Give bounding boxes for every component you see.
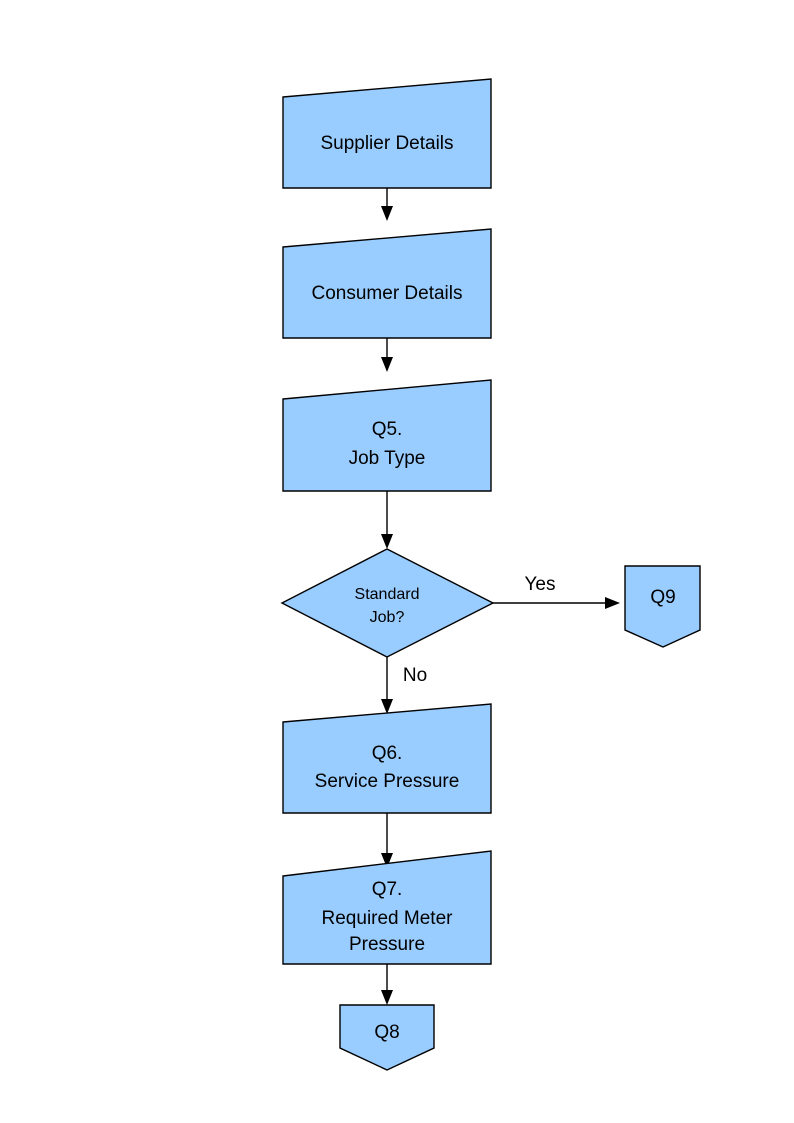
node-label-q7-line1: Q7. [372, 879, 403, 900]
slanted-top-box-shape [282, 78, 492, 189]
arrowhead-icon [605, 597, 620, 609]
node-supplier-details[interactable]: Supplier Details [282, 78, 492, 189]
arrowhead-icon [381, 206, 393, 221]
edge-supplier-to-consumer [381, 188, 393, 221]
arrowhead-icon [381, 699, 393, 714]
node-label-consumer-details: Consumer Details [312, 283, 463, 304]
node-label-q6-line1: Q6. [372, 743, 403, 764]
node-label-q9: Q9 [650, 587, 675, 608]
node-label-supplier-details: Supplier Details [320, 133, 453, 154]
node-label-q8: Q8 [374, 1022, 399, 1043]
edge-consumer-to-q5 [381, 338, 393, 372]
node-label-q5-line1: Q5. [372, 419, 403, 440]
arrowhead-icon [381, 990, 393, 1005]
node-q6-service-pressure[interactable]: Q6. Service Pressure [282, 703, 492, 814]
node-q8-connector[interactable]: Q8 [339, 1004, 435, 1071]
edge-label-yes: Yes [525, 574, 556, 595]
node-q9-connector[interactable]: Q9 [624, 565, 701, 648]
node-label-q6-line2: Service Pressure [315, 771, 460, 792]
node-q7-required-meter-pressure[interactable]: Q7. Required Meter Pressure [282, 850, 492, 965]
slanted-top-box-shape [282, 703, 492, 814]
edge-q7-to-q8 [381, 964, 393, 1005]
node-label-q7-line3: Pressure [349, 934, 425, 955]
slanted-top-box-shape [282, 850, 492, 965]
edge-q6-to-q7 [381, 813, 393, 868]
pentagon-down-shape [339, 1004, 435, 1071]
node-label-decision-line1: Standard [355, 586, 420, 603]
node-label-q7-line2: Required Meter [322, 908, 454, 929]
node-label-q5-line2: Job Type [349, 448, 426, 469]
arrowhead-icon [381, 534, 393, 549]
edge-label-no: No [403, 665, 427, 686]
slanted-top-box-shape [282, 228, 492, 339]
edge-decision-to-q6: No [381, 657, 427, 714]
node-standard-job-decision[interactable]: Standard Job? [280, 548, 495, 658]
node-consumer-details[interactable]: Consumer Details [282, 228, 492, 339]
pentagon-down-shape [624, 565, 701, 648]
edge-q5-to-decision [381, 491, 393, 549]
arrowhead-icon [381, 357, 393, 372]
slanted-top-box-shape [282, 379, 492, 492]
node-q5-job-type[interactable]: Q5. Job Type [282, 379, 492, 492]
node-label-decision-line2: Job? [370, 609, 405, 626]
arrowhead-icon [381, 853, 393, 868]
edge-decision-to-q9: Yes [493, 574, 620, 609]
